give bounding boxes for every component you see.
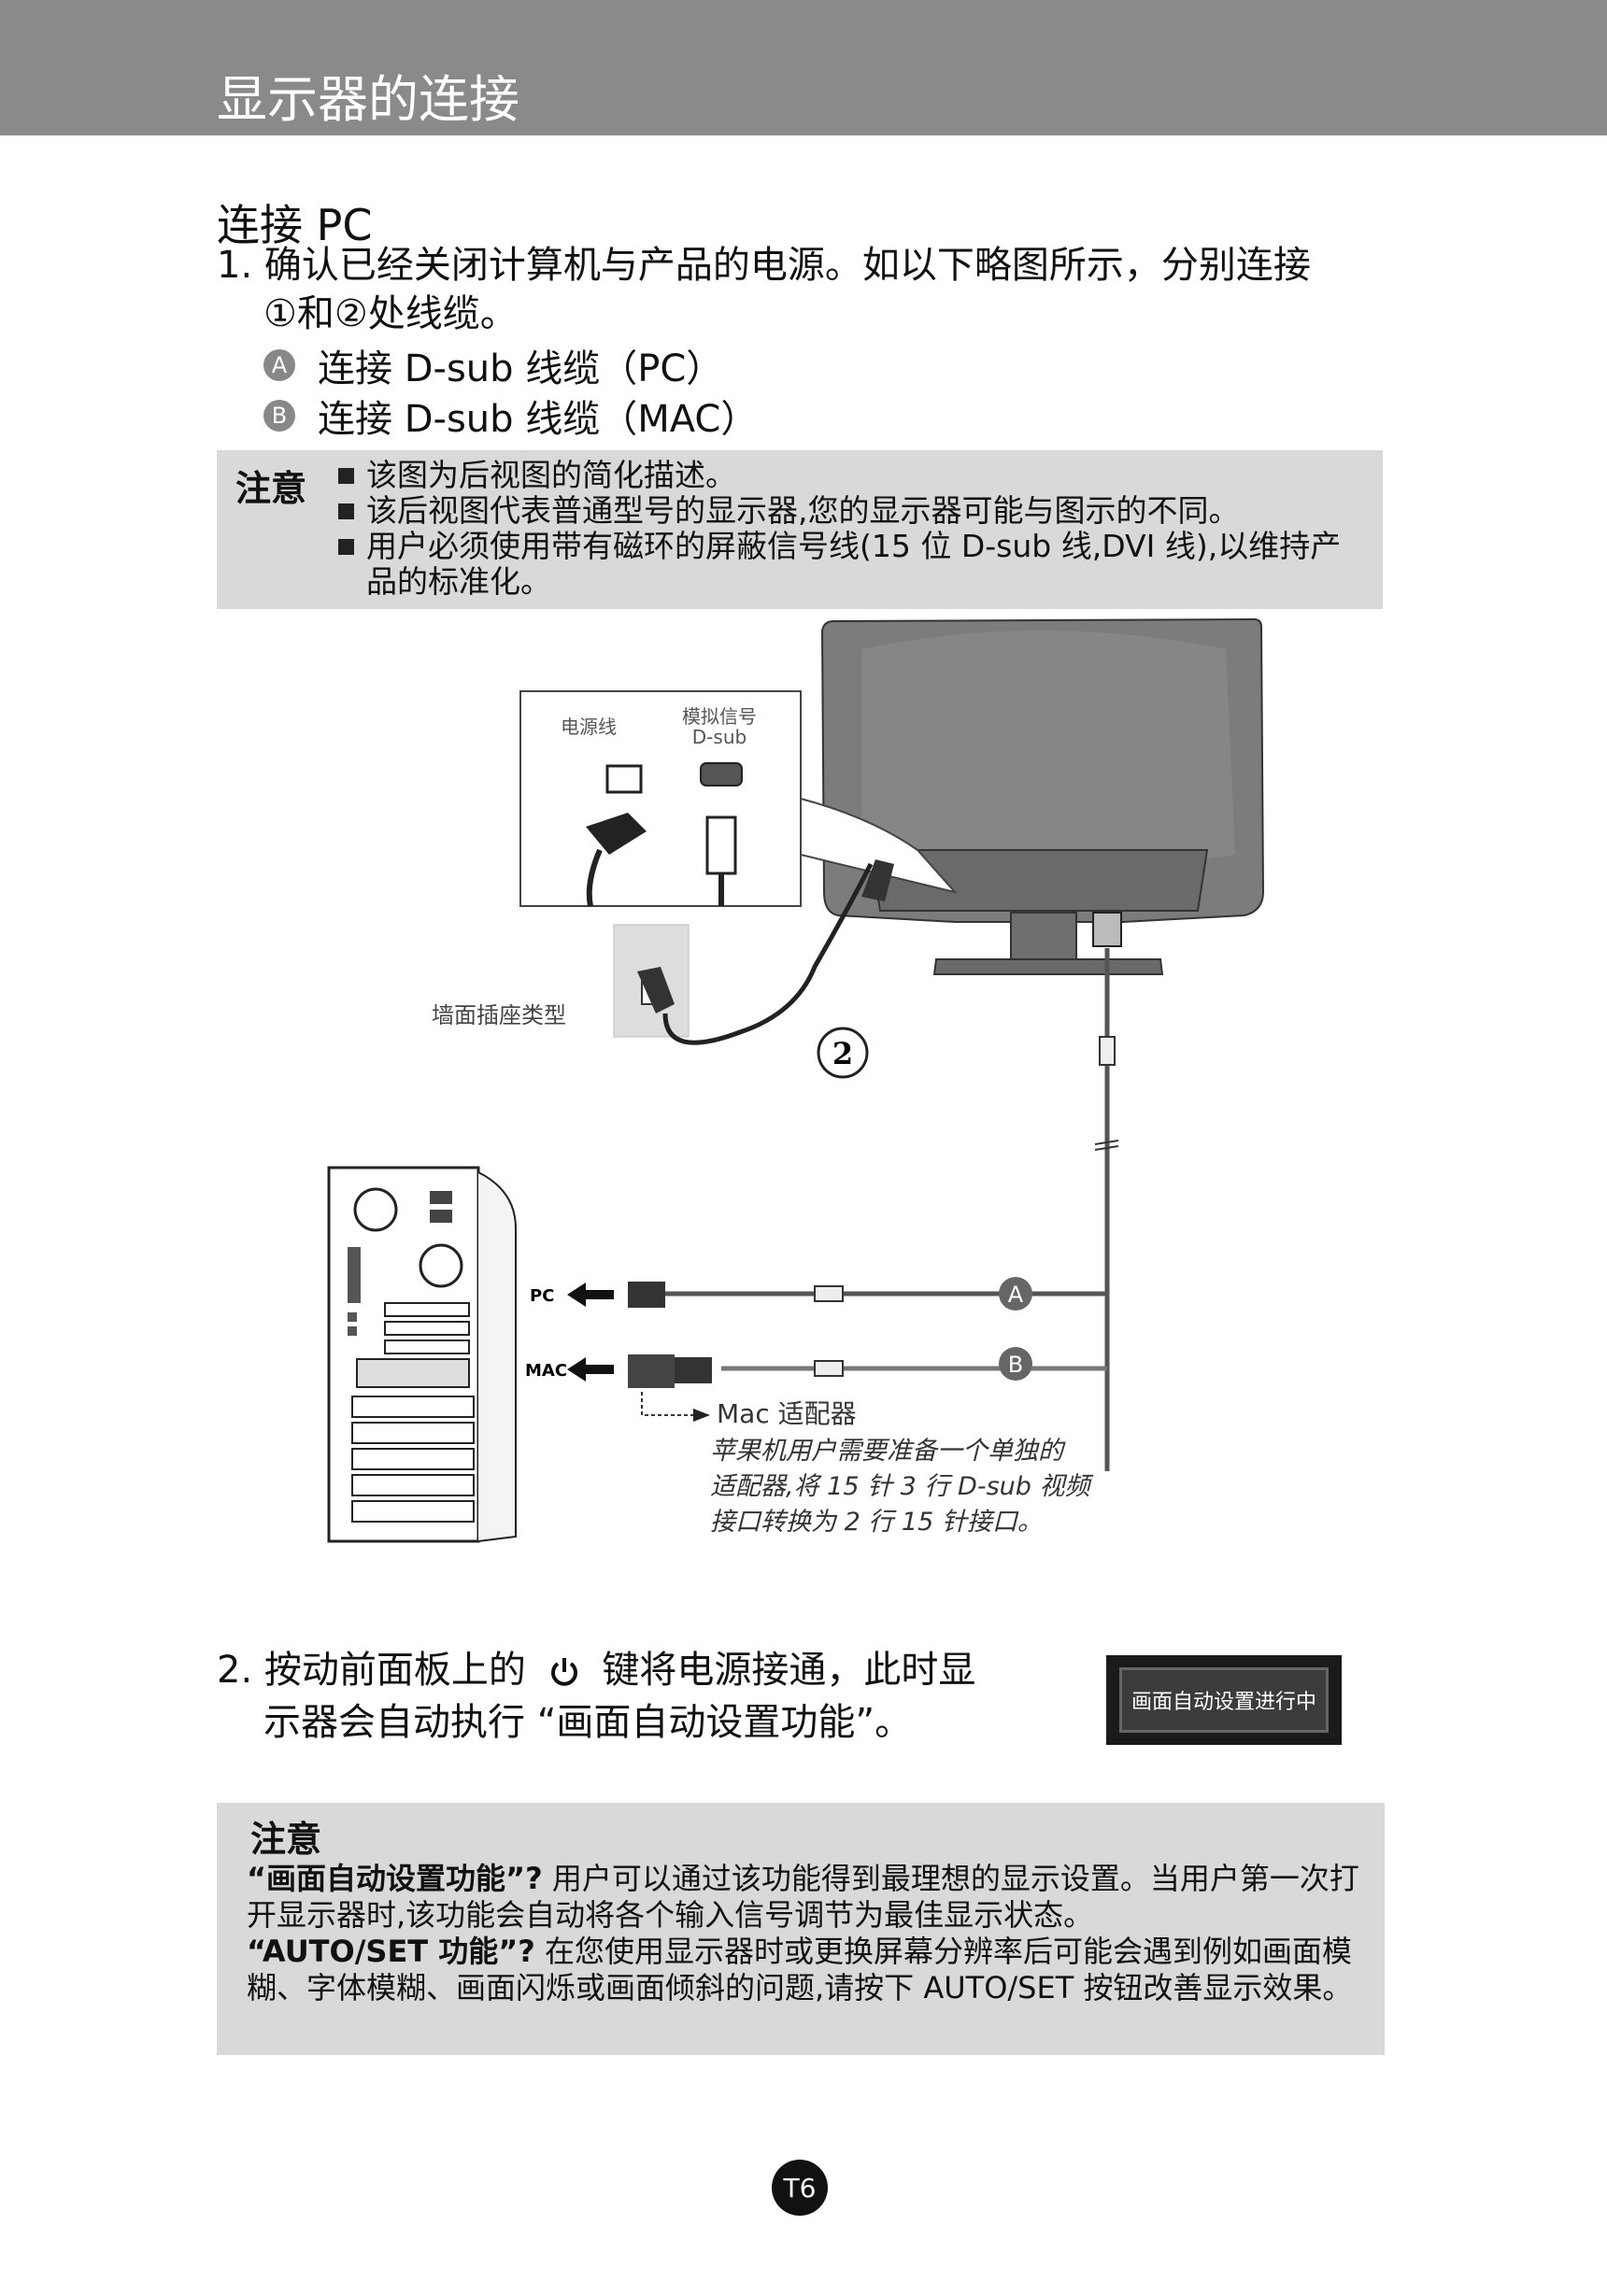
page-title: 显示器的连接 bbox=[217, 58, 519, 132]
inset-signal-label-2: D-sub bbox=[692, 726, 747, 748]
note-2-para-2-bold: “AUTO/SET 功能”? bbox=[247, 1934, 535, 1969]
note-2-body: “画面自动设置功能”? 用户可以通过该功能得到最理想的显示设置。当用户第一次打开… bbox=[247, 1861, 1368, 2006]
connector-labels: PC MAC bbox=[525, 1282, 712, 1422]
note-2-para-1-bold: “画面自动设置功能”? bbox=[247, 1861, 543, 1896]
mac-adapter-title: Mac 适配器 bbox=[717, 1398, 857, 1429]
note-box-2: 注意 “画面自动设置功能”? 用户可以通过该功能得到最理想的显示设置。当用户第一… bbox=[217, 1803, 1385, 2055]
callout-2-text: 2 bbox=[832, 1036, 853, 1071]
dsub-port-icon bbox=[701, 763, 742, 786]
step-1-line-2: ①和②处线缆。 bbox=[217, 290, 1311, 338]
note-2-para-1: “画面自动设置功能”? 用户可以通过该功能得到最理想的显示设置。当用户第一次打开… bbox=[247, 1861, 1368, 1934]
step-2: 2. 按动前面板上的 键将电源接通，此时显 示器会自动执行 “画面自动设置功能”… bbox=[217, 1644, 975, 1749]
pc-label: PC bbox=[530, 1286, 554, 1306]
signal-cable: A B bbox=[665, 948, 1118, 1471]
outlet-label: 墙面插座类型 bbox=[432, 1002, 566, 1028]
page-number: T6 bbox=[772, 2160, 828, 2216]
inset-power-label: 电源线 bbox=[561, 716, 617, 738]
power-socket-icon bbox=[607, 766, 641, 792]
arrow-right-icon bbox=[693, 1409, 710, 1422]
badge-b-icon: B bbox=[263, 400, 295, 432]
arrow-left-icon bbox=[567, 1357, 614, 1382]
connection-diagram: 电源线 模拟信号 D-sub 墙面插座类型 2 A B bbox=[217, 612, 1385, 1565]
option-b: B 连接 D-sub 线缆（MAC） bbox=[263, 389, 758, 443]
mac-label: MAC bbox=[525, 1361, 567, 1381]
note-2-tag: 注意 bbox=[250, 1810, 321, 1862]
step-2-line-2: 示器会自动执行 “画面自动设置功能”。 bbox=[217, 1696, 975, 1749]
step-2-text-after: 键将电源接通，此时显 bbox=[602, 1649, 975, 1692]
badge-b-text: B bbox=[1008, 1352, 1023, 1378]
step-2-line-1: 2. 按动前面板上的 键将电源接通，此时显 bbox=[217, 1644, 975, 1696]
badge-a-icon: A bbox=[263, 349, 295, 381]
pc-tower-illustration bbox=[329, 1168, 516, 1541]
badge-a-text: A bbox=[1008, 1282, 1024, 1308]
note-2-para-2: “AUTO/SET 功能”? 在您使用显示器时或更换屏幕分辨率后可能会遇到例如画… bbox=[247, 1934, 1368, 2006]
power-icon bbox=[548, 1655, 581, 1689]
osd-message-box: 画面自动设置进行中 bbox=[1106, 1655, 1342, 1745]
option-a: A 连接 D-sub 线缆（PC） bbox=[263, 338, 723, 392]
note-1-item: 该后视图代表普通型号的显示器,您的显示器可能与图示的不同。 bbox=[338, 493, 1366, 529]
mac-adapter-note: Mac 适配器 苹果机用户需要准备一个单独的 适配器,将 15 针 3 行 D-… bbox=[710, 1398, 1093, 1537]
note-1-tag: 注意 bbox=[235, 460, 306, 511]
mac-adapter-desc-line: 接口转换为 2 行 15 针接口。 bbox=[710, 1508, 1043, 1537]
arrow-left-icon bbox=[567, 1283, 614, 1307]
step-1-line-1: 1. 确认已经关闭计算机与产品的电源。如以下略图所示，分别连接 bbox=[217, 241, 1311, 290]
option-a-text: 连接 D-sub 线缆（PC） bbox=[318, 338, 723, 392]
monitor-illustration bbox=[822, 619, 1263, 974]
mac-adapter-desc-line: 适配器,将 15 针 3 行 D-sub 视频 bbox=[710, 1472, 1093, 1501]
osd-text: 画面自动设置进行中 bbox=[1119, 1667, 1329, 1733]
page-header: 显示器的连接 bbox=[0, 0, 1607, 135]
step-2-text-before: 2. 按动前面板上的 bbox=[217, 1649, 526, 1692]
note-box-1: 注意 该图为后视图的简化描述。 该后视图代表普通型号的显示器,您的显示器可能与图… bbox=[217, 450, 1383, 609]
inset-signal-label-1: 模拟信号 bbox=[682, 705, 757, 728]
note-1-list: 该图为后视图的简化描述。 该后视图代表普通型号的显示器,您的显示器可能与图示的不… bbox=[338, 458, 1366, 600]
note-1-item: 该图为后视图的简化描述。 bbox=[338, 458, 1366, 493]
mac-adapter-desc-line: 苹果机用户需要准备一个单独的 bbox=[710, 1437, 1066, 1466]
note-1-item: 用户必须使用带有磁环的屏蔽信号线(15 位 D-sub 线,DVI 线),以维持… bbox=[338, 529, 1366, 600]
option-b-text: 连接 D-sub 线缆（MAC） bbox=[318, 389, 758, 443]
step-1: 1. 确认已经关闭计算机与产品的电源。如以下略图所示，分别连接 ①和②处线缆。 bbox=[217, 241, 1311, 338]
